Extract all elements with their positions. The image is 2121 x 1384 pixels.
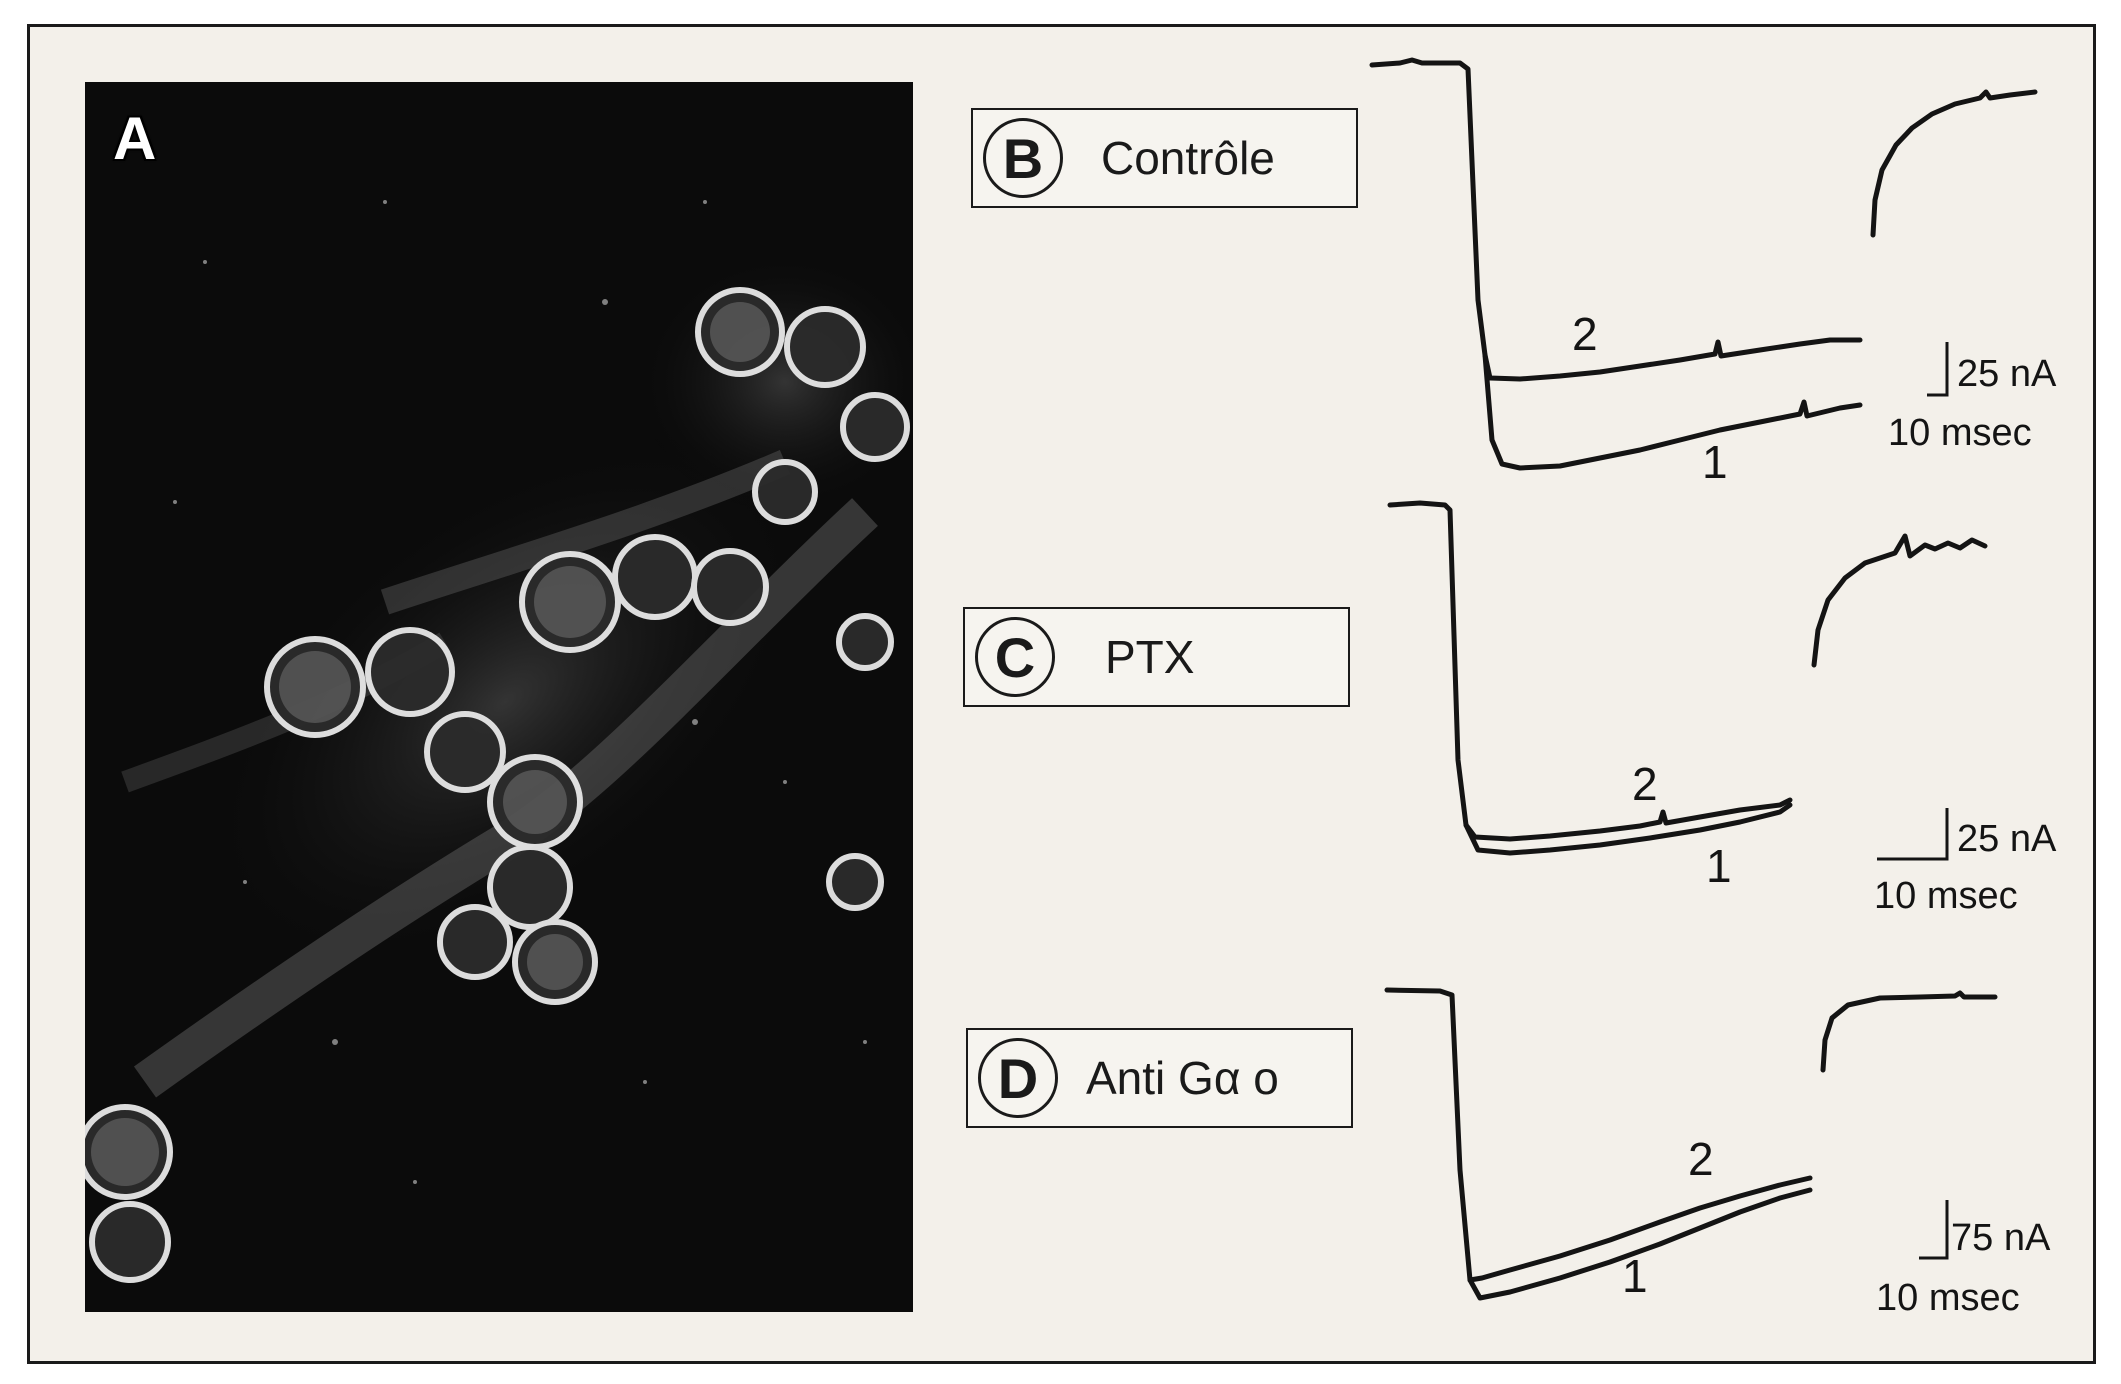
scale-bar-c	[1877, 808, 1949, 861]
trace-d-2	[1467, 1175, 1813, 1283]
scale-time-c: 10 msec	[1874, 875, 2018, 917]
scale-time-d: 10 msec	[1876, 1277, 2020, 1319]
traces-group-d: 2 1 75 nA 10 msec	[1384, 987, 2051, 1319]
label-box-b: B Contrôle	[971, 108, 1358, 208]
scale-bar-b	[1927, 342, 1949, 397]
micrograph-panel-a: A	[85, 82, 913, 1312]
scale-current-d: 75 nA	[1951, 1217, 2051, 1259]
panel-letter-a: A	[113, 105, 157, 172]
label-box-d: D Anti Gα o	[966, 1028, 1353, 1128]
panel-letter-b: B	[983, 118, 1063, 198]
trace-b-1	[1482, 352, 1863, 471]
label-box-c: C PTX	[963, 607, 1350, 707]
scale-current-b: 25 nA	[1957, 353, 2057, 395]
trace-c-2	[1463, 797, 1793, 842]
panel-letter-c: C	[975, 617, 1055, 697]
panel-letter-d: D	[978, 1038, 1058, 1118]
trace-label-d-1: 1	[1622, 1250, 1648, 1302]
trace-d-step	[1384, 987, 1473, 1283]
condition-label-c: PTX	[1105, 631, 1195, 683]
traces-group-b: 2 1 25 nA 10 msec	[1369, 57, 2057, 488]
micrograph-image	[85, 82, 913, 1312]
trace-b-2	[1482, 337, 1863, 382]
condition-label-b: Contrôle	[1101, 132, 1275, 184]
trace-label-c-2: 2	[1632, 758, 1658, 810]
trace-b-step	[1369, 57, 1488, 358]
scale-time-b: 10 msec	[1888, 412, 2032, 454]
trace-d-1	[1467, 1187, 1813, 1301]
trace-c-step	[1387, 500, 1469, 828]
scale-current-c: 25 nA	[1957, 818, 2057, 860]
trace-label-d-2: 2	[1688, 1133, 1714, 1185]
scale-bar-d	[1919, 1200, 1949, 1260]
trace-label-c-1: 1	[1706, 840, 1732, 892]
trace-d-tail	[1820, 990, 1998, 1073]
trace-c-1	[1463, 802, 1793, 856]
trace-label-b-2: 2	[1572, 308, 1598, 360]
trace-b-tail	[1870, 89, 2038, 238]
trace-label-b-1: 1	[1702, 436, 1728, 488]
condition-label-d: Anti Gα o	[1086, 1052, 1279, 1104]
traces-group-c: 2 1 25 nA 10 msec	[1387, 500, 2057, 917]
trace-c-tail	[1811, 533, 1988, 668]
